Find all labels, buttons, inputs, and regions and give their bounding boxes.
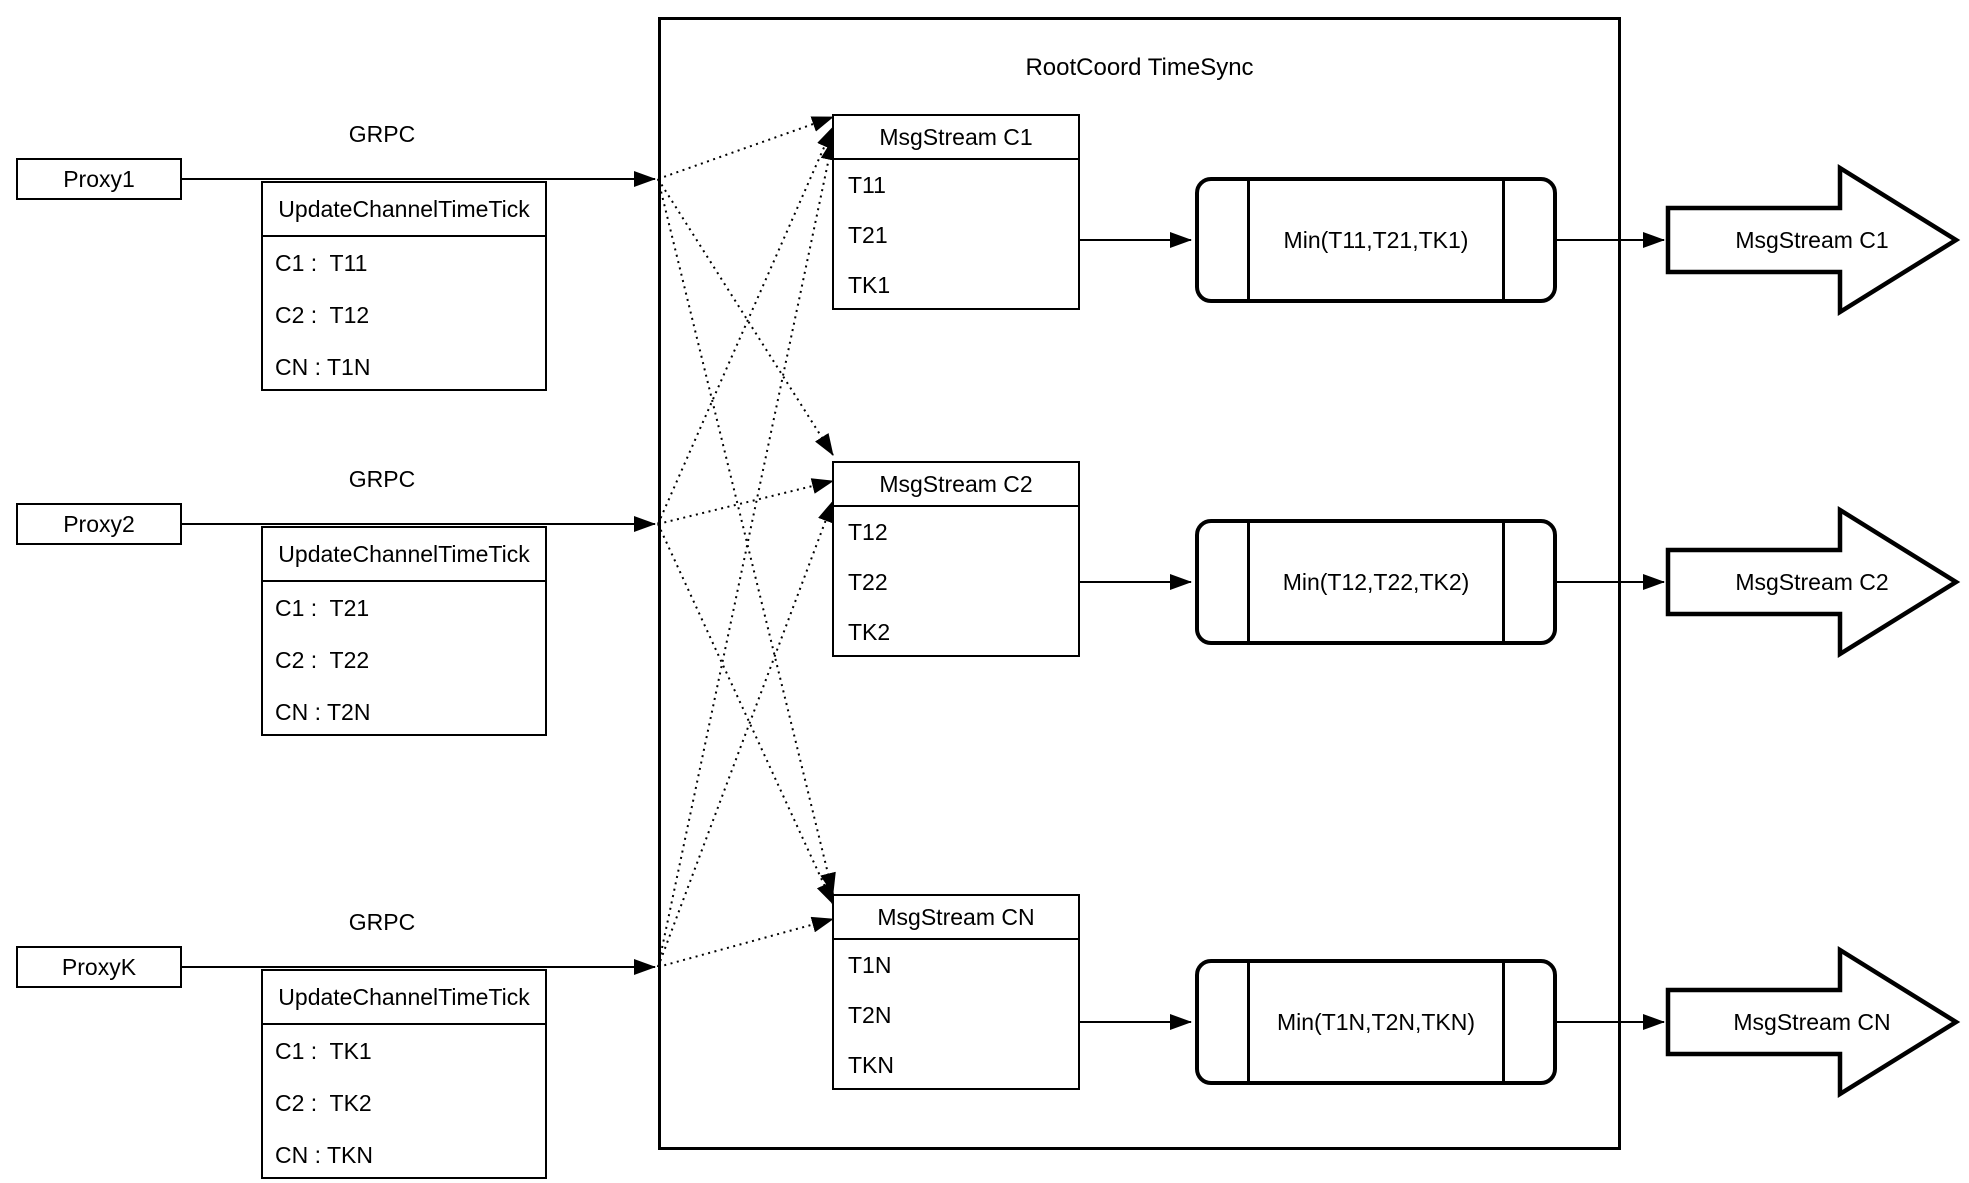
timetick-entry: CN : T1N (275, 353, 371, 380)
update-timetick-table-3: UpdateChannelTimeTick C1 : TK1 C2 : TK2 … (261, 969, 547, 1179)
dotted-link-p2-c1 (657, 126, 834, 525)
timetick-entry: C2 : TK2 (275, 1089, 372, 1116)
capsule-divider (1502, 523, 1505, 641)
min-reducer-label-c1: Min(T11,T21,TK1) (1283, 226, 1469, 253)
msgstream-table-title-cn: MsgStream CN (834, 896, 1078, 940)
proxy2-box: Proxy2 (16, 503, 182, 545)
dotted-link-pk-cn (657, 916, 834, 968)
min-reducer-cn: Min(T1N,T2N,TKN) (1195, 959, 1557, 1085)
dotted-link-pk-c1 (657, 138, 837, 968)
dotted-link-pk-c2 (657, 500, 834, 968)
tick-value: T22 (848, 568, 888, 595)
output-arrow-shape-c1 (1665, 163, 1961, 317)
timetick-entry: C1 : TK1 (275, 1037, 372, 1064)
timetick-entry: C2 : T12 (275, 301, 370, 328)
timetick-entry: C1 : T21 (275, 594, 370, 621)
timetick-entry: CN : T2N (275, 698, 371, 725)
grpc-label-2: GRPC (348, 466, 416, 492)
update-timetick-title-3: UpdateChannelTimeTick (263, 971, 545, 1025)
capsule-divider (1247, 181, 1250, 299)
tick-value: T11 (848, 171, 886, 198)
proxy1-box: Proxy1 (16, 158, 182, 200)
output-arrow-label-c1: MsgStream C1 (1735, 227, 1889, 253)
msgstream-table-c2: MsgStream C2 T12 T22 TK2 (832, 461, 1080, 657)
update-timetick-table-2: UpdateChannelTimeTick C1 : T21 C2 : T22 … (261, 526, 547, 736)
grpc-label-3: GRPC (348, 909, 416, 935)
timetick-entry: C1 : T11 (275, 249, 368, 276)
dotted-link-p2-cn (657, 523, 834, 905)
min-reducer-c2: Min(T12,T22,TK2) (1195, 519, 1557, 645)
msgstream-table-c1: MsgStream C1 T11 T21 TK1 (832, 114, 1080, 310)
msgstream-table-title-c1: MsgStream C1 (834, 116, 1078, 160)
timetick-entry: C2 : T22 (275, 646, 370, 673)
update-timetick-table-1: UpdateChannelTimeTick C1 : T11 C2 : T12 … (261, 181, 547, 391)
update-timetick-title-2: UpdateChannelTimeTick (263, 528, 545, 582)
min-reducer-label-cn: Min(T1N,T2N,TKN) (1276, 1008, 1476, 1035)
output-arrow-label-cn: MsgStream CN (1733, 1009, 1891, 1035)
dotted-link-p2-c2 (657, 478, 834, 525)
grpc-label-1: GRPC (348, 121, 416, 147)
min-reducer-label-c2: Min(T12,T22,TK2) (1282, 568, 1470, 595)
output-arrow-group (1665, 163, 1961, 1099)
tick-value: TK1 (848, 271, 891, 298)
dotted-link-p1-c1 (657, 116, 834, 180)
update-timetick-title-1: UpdateChannelTimeTick (263, 183, 545, 237)
capsule-divider (1502, 963, 1505, 1081)
tick-value: TKN (848, 1051, 894, 1078)
rootcoord-title: RootCoord TimeSync (1025, 54, 1254, 81)
capsule-divider (1502, 181, 1505, 299)
output-arrow-shape-cn (1665, 945, 1961, 1099)
output-arrow-shape-c2 (1665, 505, 1961, 659)
tick-value: T2N (848, 1001, 892, 1028)
rootcoord-timesync-box: RootCoord TimeSync (658, 17, 1621, 1150)
tick-value: T1N (848, 951, 892, 978)
msgstream-table-cn: MsgStream CN T1N T2N TKN (832, 894, 1080, 1090)
tick-value: T21 (848, 221, 888, 248)
output-arrow-label-c2: MsgStream C2 (1735, 569, 1889, 595)
proxyk-box: ProxyK (16, 946, 182, 988)
msgstream-table-title-c2: MsgStream C2 (834, 463, 1078, 507)
capsule-divider (1247, 963, 1250, 1081)
min-reducer-c1: Min(T11,T21,TK1) (1195, 177, 1557, 303)
tick-value: TK2 (848, 618, 891, 645)
capsule-divider (1247, 523, 1250, 641)
dotted-link-group (657, 116, 837, 968)
tick-value: T12 (848, 518, 888, 545)
timetick-entry: CN : TKN (275, 1141, 373, 1168)
dotted-link-p1-c2 (657, 178, 834, 456)
